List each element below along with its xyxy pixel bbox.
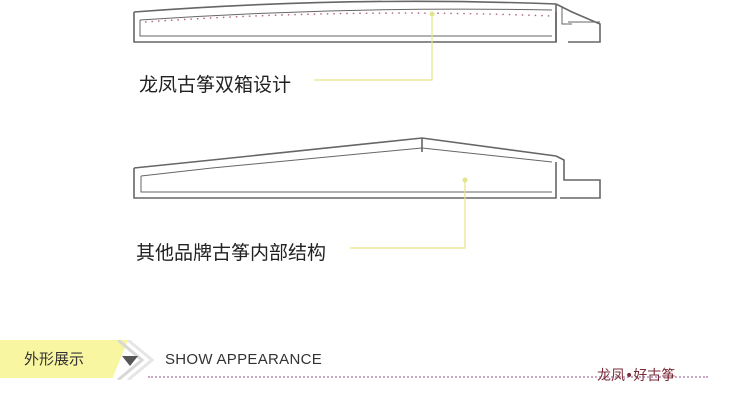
bottom-guzheng-cross-section [133, 137, 601, 199]
section-tag-label: 外形展示 [24, 350, 85, 368]
top-inner-dotted-line [144, 12, 553, 23]
brand-signature: 龙凤•好古筝 [597, 368, 676, 384]
caption-longfeng-double-box: 龙凤古筝双箱设计 [139, 74, 292, 96]
section-divider [148, 376, 708, 378]
caption-other-brands-structure: 其他品牌古筝内部结构 [136, 242, 327, 264]
section-tag-background [0, 340, 128, 378]
bottom-leader-line [350, 177, 468, 249]
section-title: SHOW APPEARANCE [165, 351, 323, 368]
chevron-down-icon [117, 340, 155, 380]
top-leader-line [314, 11, 435, 81]
top-guzheng-cross-section [133, 0, 601, 43]
